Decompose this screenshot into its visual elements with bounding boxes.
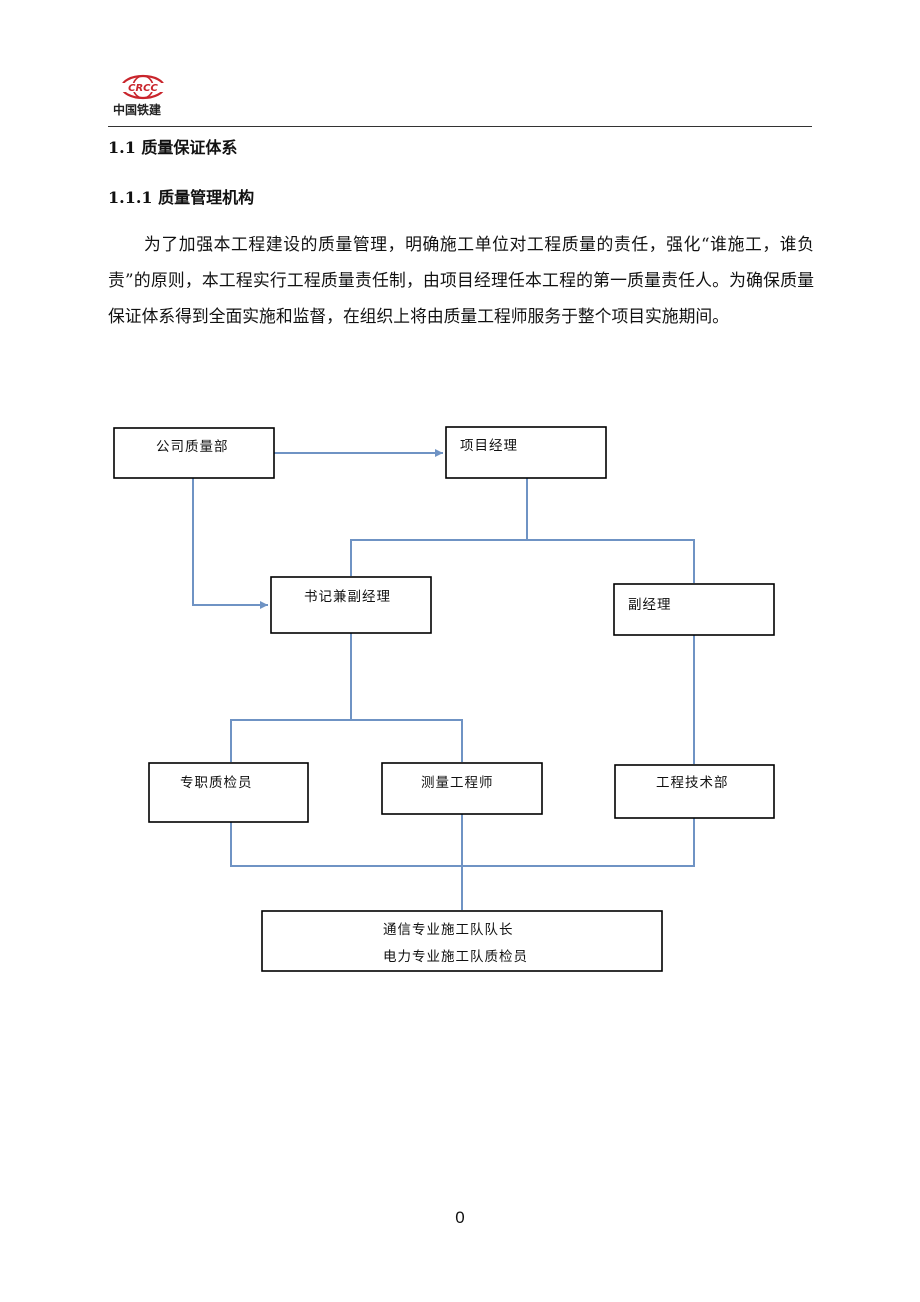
box-survey-engineer <box>381 762 543 815</box>
label-team-line2: 电力专业施工队质检员 <box>383 949 528 965</box>
connector-secretary-right <box>351 719 463 762</box>
box-quality-inspector <box>148 762 309 823</box>
logo-icon: CRCC <box>118 74 168 100</box>
section-heading: 1.1 质量保证体系 <box>108 138 238 157</box>
label-company-quality: 公司质量部 <box>156 439 229 455</box>
label-team-line1: 通信专业施工队队长 <box>383 922 514 938</box>
connector-pm-branch <box>350 539 695 583</box>
box-secretary-deputy <box>270 576 432 634</box>
box-construction-team <box>261 910 663 972</box>
label-survey-engineer: 测量工程师 <box>421 775 494 791</box>
label-deputy-manager: 副经理 <box>628 597 672 613</box>
label-quality-inspector: 专职质检员 <box>180 775 253 791</box>
box-deputy-manager <box>613 583 775 636</box>
connector-secretary-left <box>230 633 352 762</box>
label-project-manager: 项目经理 <box>460 438 518 454</box>
connector-company-to-secretary <box>192 478 268 609</box>
label-engineering-dept: 工程技术部 <box>656 775 729 791</box>
box-engineering-dept <box>614 764 775 819</box>
subsection-heading: 1.1.1 质量管理机构 <box>108 188 255 207</box>
header-rule <box>108 126 812 127</box>
box-company-quality <box>113 427 275 479</box>
logo-text: 中国铁建 <box>113 103 162 117</box>
body-paragraph: 为了加强本工程建设的质量管理，明确施工单位对工程质量的责任，强化“谁施工，谁负责… <box>108 234 814 326</box>
connector-lines <box>192 449 695 910</box>
page-number: 0 <box>455 1208 465 1227</box>
label-secretary-deputy: 书记兼副经理 <box>304 589 391 605</box>
box-project-manager <box>445 426 607 479</box>
svg-text:CRCC: CRCC <box>128 83 158 94</box>
